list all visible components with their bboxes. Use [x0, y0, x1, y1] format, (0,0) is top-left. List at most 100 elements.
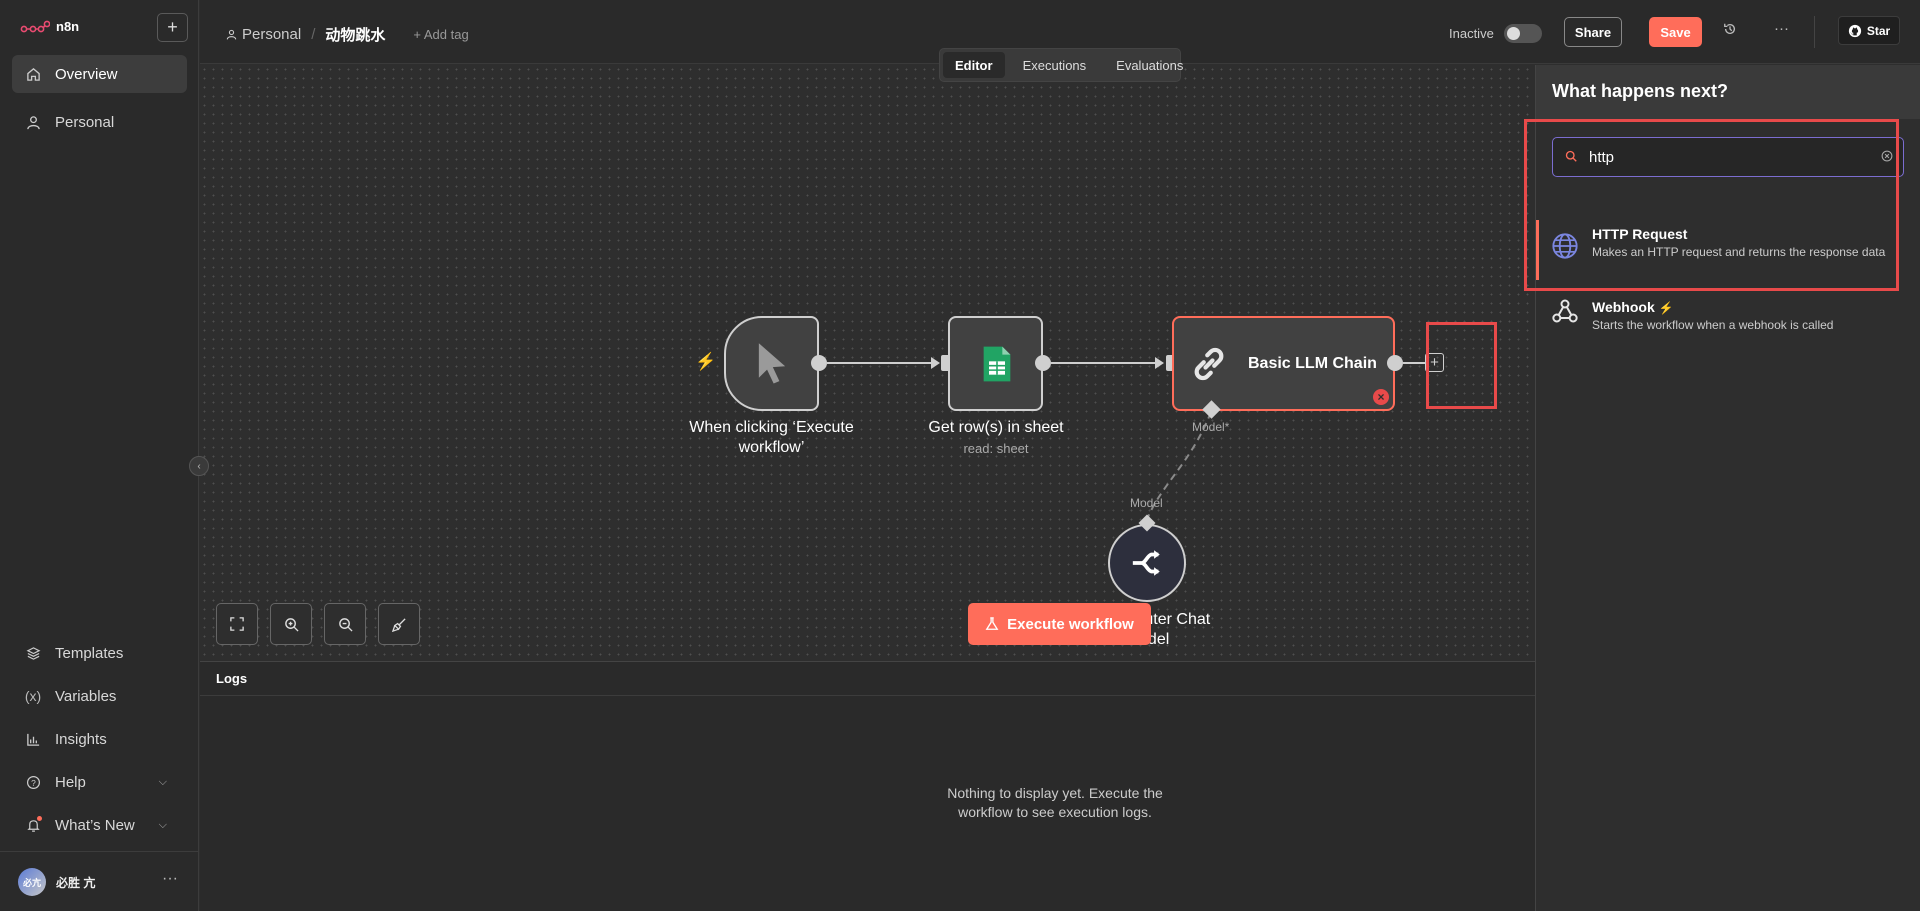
sidebar-item-whats-new[interactable]: What’s New ⌵	[12, 806, 187, 844]
error-icon[interactable]: ×	[1373, 389, 1389, 405]
globe-icon	[1552, 233, 1578, 259]
tab-editor[interactable]: Editor	[943, 52, 1005, 78]
execute-workflow-button[interactable]: Execute workflow	[968, 603, 1151, 645]
sidebar-item-variables[interactable]: (x) Variables	[12, 677, 187, 715]
output-port[interactable]	[811, 355, 827, 371]
output-port[interactable]	[1035, 355, 1051, 371]
highlight-box-search	[1524, 119, 1899, 291]
zoom-out-button[interactable]	[324, 603, 366, 645]
history-icon[interactable]	[1723, 22, 1737, 40]
add-node-button[interactable]: +	[1425, 353, 1444, 372]
chevron-down-icon: ⌵	[158, 818, 167, 831]
workflow-name[interactable]: 动物跳水	[325, 27, 386, 44]
breadcrumb-separator: /	[311, 26, 316, 43]
sidebar-item-personal[interactable]: Personal	[12, 103, 187, 141]
node-search[interactable]	[1552, 137, 1904, 177]
execute-workflow-label: Execute workflow	[1007, 615, 1134, 633]
workflow-canvas[interactable]: ⚡ When clicking ‘Execute workflow’ Get r…	[200, 65, 1535, 661]
input-port[interactable]	[941, 355, 950, 371]
breadcrumb: Personal / 动物跳水 + Add tag	[226, 24, 469, 45]
active-toggle-group: Inactive	[1449, 24, 1542, 43]
more-options-icon[interactable]: ···	[1774, 20, 1789, 37]
user-icon	[25, 114, 41, 130]
connection-arrow	[1155, 357, 1164, 369]
tab-executions[interactable]: Executions	[1022, 57, 1087, 73]
share-button[interactable]: Share	[1564, 17, 1622, 47]
sidebar-item-overview[interactable]: Overview	[12, 55, 187, 93]
connection-line	[1403, 362, 1425, 364]
node-openrouter-chat-model[interactable]	[1108, 524, 1186, 602]
user-menu[interactable]: 必亢 必胜 亢	[18, 868, 95, 896]
header: Personal / 动物跳水 + Add tag Inactive Share…	[200, 0, 1920, 64]
github-icon	[1848, 24, 1861, 37]
n8n-logo[interactable]: n8n	[20, 19, 79, 34]
result-http-request[interactable]: HTTP Request Makes an HTTP request and r…	[1536, 220, 1920, 280]
sidebar-item-help[interactable]: ? Help ⌵	[12, 763, 187, 801]
save-button[interactable]: Save	[1649, 17, 1702, 47]
tab-evaluations[interactable]: Evaluations	[1116, 57, 1184, 73]
chevron-down-icon: ⌵	[158, 775, 167, 788]
trigger-bolt-icon: ⚡	[695, 352, 717, 371]
result-title: Webhook ⚡	[1592, 299, 1920, 315]
project-link[interactable]: Personal	[226, 26, 301, 43]
sidebar-item-label: Insights	[55, 730, 107, 748]
sidebar-item-label: Overview	[55, 65, 118, 83]
templates-icon	[25, 645, 41, 661]
header-divider	[1814, 16, 1815, 48]
result-description: Makes an HTTP request and returns the re…	[1592, 245, 1886, 259]
output-port[interactable]	[1387, 355, 1403, 371]
sidebar-item-insights[interactable]: Insights	[12, 720, 187, 758]
webhook-icon	[1552, 299, 1578, 323]
zoom-in-icon	[284, 617, 299, 632]
github-star-label: Star	[1866, 23, 1891, 38]
add-tag-link[interactable]: + Add tag	[413, 27, 469, 42]
sidebar-item-templates[interactable]: Templates	[12, 634, 187, 672]
avatar: 必亢	[18, 868, 46, 896]
app-name: n8n	[56, 19, 80, 34]
plus-icon: +	[1430, 354, 1439, 371]
view-tabs: Editor Executions Evaluations	[939, 48, 1183, 82]
logs-title: Logs	[216, 671, 248, 686]
node-google-sheets[interactable]	[948, 316, 1043, 411]
result-description: Starts the workflow when a webhook is ca…	[1592, 318, 1834, 332]
result-webhook[interactable]: Webhook ⚡ Starts the workflow when a web…	[1536, 297, 1920, 343]
cursor-icon	[758, 343, 786, 384]
user-more-icon[interactable]: ···	[162, 870, 178, 887]
create-new-button[interactable]: +	[157, 13, 188, 42]
search-input[interactable]	[1589, 148, 1869, 166]
bell-icon	[25, 816, 42, 833]
collapse-sidebar-button[interactable]: ‹	[189, 456, 209, 476]
node-manual-trigger[interactable]	[724, 316, 819, 411]
bar-chart-icon	[25, 731, 41, 747]
zoom-out-icon	[338, 617, 353, 632]
fit-view-button[interactable]	[216, 603, 258, 645]
logs-empty-message: Nothing to display yet. Execute the work…	[947, 785, 1163, 820]
model-input-label: Model	[1130, 496, 1163, 510]
clear-search-icon[interactable]	[1881, 150, 1893, 165]
connection-line	[1051, 362, 1159, 364]
sidebar-item-label: What’s New	[55, 816, 135, 834]
active-toggle[interactable]	[1503, 24, 1542, 43]
home-icon	[25, 66, 41, 82]
zoom-in-button[interactable]	[270, 603, 312, 645]
chevron-left-icon: ‹	[197, 460, 201, 472]
n8n-logo-icon	[20, 20, 50, 32]
sidebar-item-label: Help	[55, 773, 86, 791]
broom-icon	[391, 617, 406, 632]
connection-line	[827, 362, 935, 364]
help-icon: ?	[25, 774, 41, 790]
result-title-text: Webhook	[1592, 299, 1655, 315]
node-basic-llm-chain[interactable]: Basic LLM Chain ×	[1172, 316, 1395, 411]
node-label: Basic LLM Chain	[1248, 355, 1377, 372]
user-name: 必胜 亢	[56, 875, 96, 890]
logs-divider	[200, 695, 1535, 696]
project-name: Personal	[242, 26, 302, 43]
tidy-up-button[interactable]	[378, 603, 420, 645]
openrouter-icon	[1132, 550, 1160, 576]
highlight-box-add-node	[1426, 322, 1497, 409]
github-star-button[interactable]: Star	[1838, 16, 1900, 45]
input-port[interactable]	[1166, 355, 1175, 371]
sidebar-item-label: Templates	[55, 644, 124, 662]
notification-dot	[37, 816, 42, 821]
fullscreen-icon	[230, 617, 244, 631]
